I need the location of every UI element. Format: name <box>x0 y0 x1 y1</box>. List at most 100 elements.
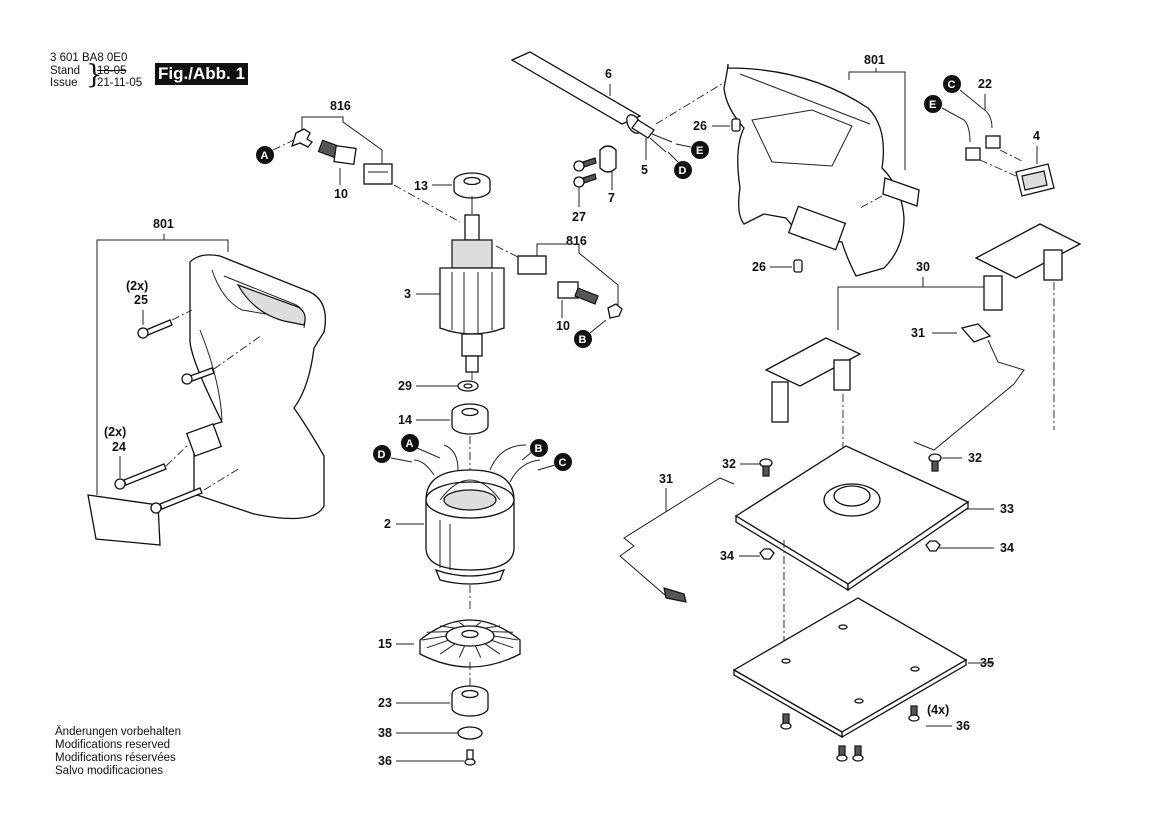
pin-26-bottom: 26 <box>752 259 803 274</box>
svg-text:A: A <box>261 150 269 162</box>
label-34-left: 34 <box>720 549 734 563</box>
bearing-14: 14 <box>398 403 489 435</box>
label-13: 13 <box>414 179 428 193</box>
label-3: 3 <box>404 287 411 301</box>
fan-blade <box>493 635 519 641</box>
label-6: 6 <box>605 67 612 81</box>
label-25: 25 <box>134 293 148 307</box>
screw-25: (2x) 25 <box>126 279 263 385</box>
support-30: 30 <box>764 223 1082 460</box>
label-801-right: 801 <box>864 53 885 67</box>
fan-blade <box>475 622 481 627</box>
cable-clamp-7: 7 <box>599 145 617 205</box>
bearing-23: 23 <box>378 685 489 717</box>
label-816-top: 816 <box>330 99 351 113</box>
label-30: 30 <box>916 260 930 274</box>
brush-clip-part-mid <box>607 303 623 319</box>
pad-screws <box>780 705 920 762</box>
marker-a-field: A <box>401 434 419 452</box>
nut-34-left: 34 <box>720 548 775 563</box>
label-26-top: 26 <box>693 119 707 133</box>
fan-blade <box>484 643 501 655</box>
label-801-left: 801 <box>153 217 174 231</box>
figure-label: Fig./Abb. 1 <box>155 63 248 85</box>
fan-blade <box>491 631 514 633</box>
label-29: 29 <box>398 379 412 393</box>
fan-blade <box>491 639 514 649</box>
stand-date: 18-05 <box>97 65 127 77</box>
pad-screw-head <box>908 714 920 722</box>
svg-text:C: C <box>559 457 567 469</box>
label-24-qty: (2x) <box>104 425 126 439</box>
brush-holder-part-mid <box>517 255 547 275</box>
brace-icon: } <box>86 60 103 90</box>
marker-b-field: B <box>530 439 548 457</box>
carbon-brush-part <box>317 139 357 166</box>
screw-27: 27 <box>572 157 597 224</box>
label-22: 22 <box>978 77 992 91</box>
brush-holder-group-816-top: 816 10 A <box>256 99 461 223</box>
leader-816-top <box>301 116 383 165</box>
lever-31-right: 31 <box>911 323 1025 451</box>
base-plate-33: 33 <box>734 445 1014 660</box>
screw-24: (2x) 24 <box>104 425 241 514</box>
field-coil-2: 2 <box>384 444 541 585</box>
note-fr: Modifications réservées <box>55 752 176 764</box>
issue-date: 21-11-05 <box>97 77 143 89</box>
screw-32-right: 32 <box>928 451 982 472</box>
label-2: 2 <box>384 517 391 531</box>
fan-blade <box>439 643 456 655</box>
marker-a-top: A <box>256 146 274 164</box>
cable-6: 6 <box>510 51 673 153</box>
pad-screw-head <box>780 722 792 730</box>
nameplate-label <box>87 494 161 546</box>
svg-text:D: D <box>679 165 687 177</box>
housing-half-left-801: 801 <box>87 217 327 546</box>
screws-36-pad: (4x) 36 <box>780 703 970 762</box>
marker-c-switch: C <box>943 75 961 93</box>
label-5: 5 <box>641 163 648 177</box>
screw-32-left: 32 <box>722 457 773 477</box>
svg-text:C: C <box>948 79 956 91</box>
modification-notes: Änderungen vorbehalten Modifications res… <box>55 726 181 778</box>
note-es: Salvo modificaciones <box>55 765 164 777</box>
label-33: 33 <box>1000 502 1014 516</box>
label-10-mid: 10 <box>556 319 570 333</box>
svg-text:E: E <box>929 99 936 111</box>
switch-4: 4 <box>1015 129 1055 197</box>
housing-half-right-801: 801 <box>723 53 920 277</box>
lever-31-left: 31 <box>619 472 735 603</box>
label-10-top: 10 <box>334 187 348 201</box>
label-24: 24 <box>112 440 126 454</box>
svg-text:B: B <box>579 334 587 346</box>
brush-clip-part <box>290 128 313 148</box>
bearing-13: 13 <box>414 172 491 214</box>
label-14: 14 <box>398 413 412 427</box>
cable-5: 5 <box>641 138 648 177</box>
issue-label: Issue <box>50 77 78 89</box>
label-4: 4 <box>1033 129 1040 143</box>
fan-blade <box>421 635 447 641</box>
pad-screw-head <box>852 754 864 762</box>
label-36-pad: 36 <box>956 719 970 733</box>
label-36-fan: 36 <box>378 754 392 768</box>
fan-blade <box>439 625 456 629</box>
fan-blade <box>426 631 449 633</box>
nameplate-label-right <box>882 177 920 207</box>
marker-e-cable: E <box>691 141 709 159</box>
label-25-qty: (2x) <box>126 279 148 293</box>
marker-d-field: D <box>373 445 391 463</box>
label-26-bottom: 26 <box>752 260 766 274</box>
brush-holder-part <box>363 163 393 185</box>
svg-text:A: A <box>406 438 414 450</box>
fan-blade <box>474 645 482 658</box>
label-32-right: 32 <box>968 451 982 465</box>
label-7: 7 <box>608 191 615 205</box>
fan-blade <box>484 625 501 629</box>
marker-e-switch: E <box>924 95 942 113</box>
label-32-left: 32 <box>722 457 736 471</box>
label-15: 15 <box>378 637 392 651</box>
fan-blade <box>458 645 466 658</box>
brush-holder-group-816-mid: 816 10 B <box>495 234 623 348</box>
